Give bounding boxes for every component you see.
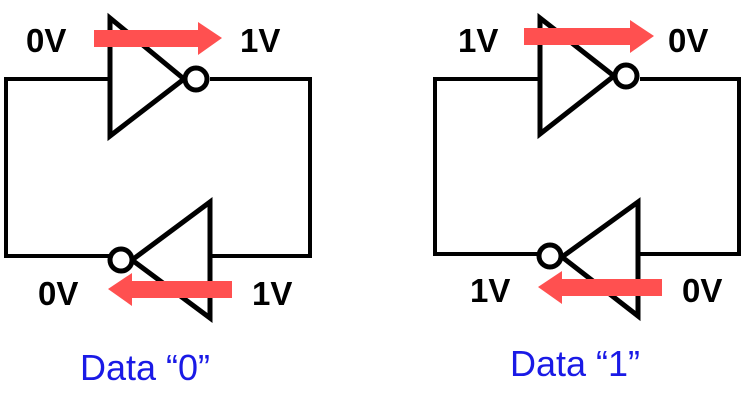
bottom-input-voltage-label: 1V xyxy=(252,275,292,312)
bottom-inverter: 0V 1V xyxy=(38,197,292,323)
inverter-bubble xyxy=(612,62,640,90)
circuit-caption: Data “1” xyxy=(510,343,640,384)
latch-data-1: 1V 0V 1V 0V Data “1” xyxy=(433,12,741,384)
signal-arrow-shaft xyxy=(524,28,632,45)
bottom-output-voltage-label: 0V xyxy=(38,275,78,312)
signal-arrow-shaft xyxy=(560,279,662,296)
inverter-bubble xyxy=(107,246,135,274)
bottom-input-voltage-label: 0V xyxy=(682,272,722,309)
latch-data-0: 0V 1V 0V 1V Data “0” xyxy=(4,12,312,388)
inverter-triangle xyxy=(557,197,641,322)
bottom-output-voltage-label: 1V xyxy=(470,272,510,309)
circuit-caption: Data “0” xyxy=(80,347,210,388)
inverter-triangle xyxy=(127,197,213,323)
inverter-triangle xyxy=(107,12,189,142)
inverter-triangle xyxy=(537,12,619,140)
top-inverter: 1V 0V xyxy=(458,12,708,140)
signal-arrow-head xyxy=(630,20,654,53)
top-output-voltage-label: 0V xyxy=(668,22,708,59)
feedback-loop-wire xyxy=(4,77,312,258)
signal-arrow-head xyxy=(538,271,562,304)
signal-arrow-shaft xyxy=(130,281,232,298)
top-inverter: 0V 1V xyxy=(26,12,280,142)
signal-arrow-head xyxy=(108,273,132,306)
signal-arrow-head xyxy=(198,22,222,55)
bottom-inverter: 1V 0V xyxy=(470,197,722,322)
signal-arrow-shaft xyxy=(94,30,200,47)
feedback-loop-wire xyxy=(433,77,741,256)
top-input-voltage-label: 1V xyxy=(458,22,498,59)
inverter-bubble xyxy=(536,242,564,270)
top-input-voltage-label: 0V xyxy=(26,22,66,59)
top-output-voltage-label: 1V xyxy=(240,22,280,59)
inverter-bubble xyxy=(182,65,210,93)
